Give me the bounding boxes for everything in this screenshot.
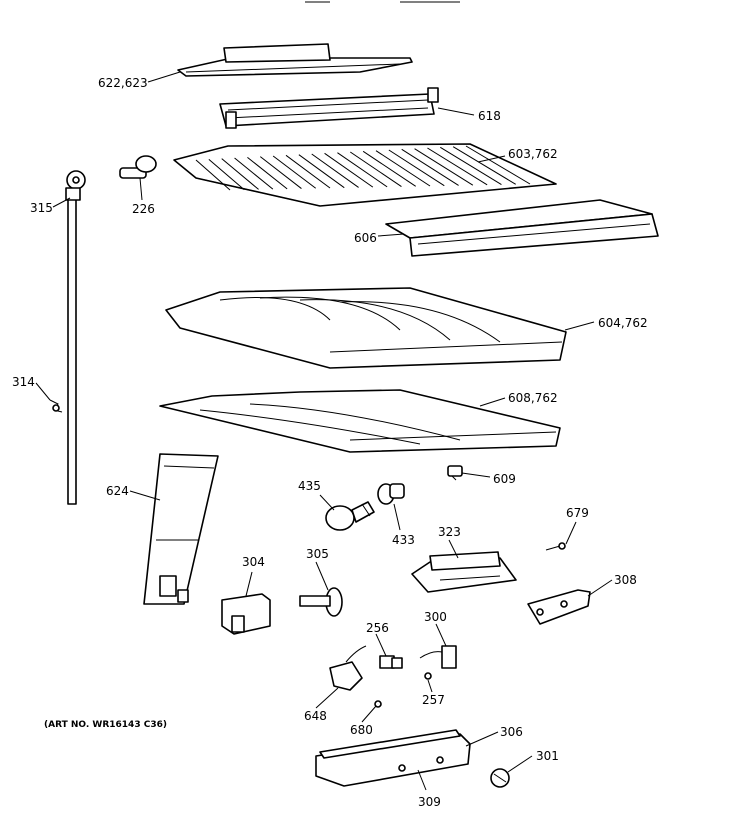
part-608-pan[interactable] bbox=[159, 389, 561, 453]
art-number: (ART NO. WR16143 C36) bbox=[44, 720, 167, 730]
shelf-rib bbox=[362, 150, 416, 187]
label-618: 618 bbox=[478, 109, 501, 123]
label-314: 314 bbox=[12, 375, 35, 389]
part-679-screw[interactable] bbox=[545, 542, 566, 551]
shelf-rib bbox=[195, 159, 231, 191]
part-680-screw[interactable] bbox=[374, 700, 382, 708]
shelf-rib bbox=[414, 148, 474, 186]
shelf-rib bbox=[285, 154, 331, 189]
label-304: 304 bbox=[242, 555, 265, 569]
callout-labels: 622,623 618 603,762 315 226 606 604,762 … bbox=[12, 76, 648, 809]
part-300-switch[interactable] bbox=[419, 645, 457, 669]
shelf-rib bbox=[388, 149, 445, 187]
part-604-frame[interactable] bbox=[165, 287, 567, 369]
label-604: 604,762 bbox=[598, 316, 648, 330]
shelf-rib bbox=[311, 153, 359, 188]
part-606-trim[interactable] bbox=[385, 199, 659, 257]
label-256: 256 bbox=[366, 621, 389, 635]
part-435-bulb[interactable] bbox=[325, 501, 375, 531]
label-301: 301 bbox=[536, 749, 559, 763]
shelf-rib bbox=[324, 152, 374, 188]
part-226-knob[interactable] bbox=[119, 155, 157, 179]
part-433-socket[interactable] bbox=[377, 483, 405, 505]
label-606: 606 bbox=[354, 231, 377, 245]
part-618-rail[interactable] bbox=[219, 87, 439, 129]
label-433: 433 bbox=[392, 533, 415, 547]
shelf-rib bbox=[337, 152, 388, 188]
label-226: 226 bbox=[132, 202, 155, 216]
label-309: 309 bbox=[418, 795, 441, 809]
shelf-rib bbox=[427, 147, 488, 186]
label-300: 300 bbox=[424, 610, 447, 624]
shelf-rib bbox=[452, 146, 516, 185]
part-256-switch[interactable] bbox=[379, 655, 403, 669]
shelf-rib bbox=[440, 146, 502, 185]
part-648-valve[interactable] bbox=[329, 645, 367, 691]
part-304-block[interactable] bbox=[221, 593, 271, 635]
label-257: 257 bbox=[422, 693, 445, 707]
part-624-housing[interactable] bbox=[143, 453, 219, 605]
part-306-base[interactable] bbox=[315, 729, 471, 787]
shelf-rib bbox=[259, 156, 302, 189]
label-648: 648 bbox=[304, 709, 327, 723]
shelf-rib bbox=[234, 157, 274, 190]
leader-lines bbox=[35, 71, 613, 791]
label-624: 624 bbox=[106, 484, 129, 498]
label-315: 315 bbox=[30, 201, 53, 215]
part-609-clip[interactable] bbox=[447, 465, 463, 481]
part-308-plate[interactable] bbox=[527, 589, 591, 625]
label-608: 608,762 bbox=[508, 391, 558, 405]
label-622: 622,623 bbox=[98, 76, 148, 90]
shelf-rib bbox=[401, 148, 459, 186]
shelf-rib bbox=[350, 151, 402, 187]
part-305-dial[interactable] bbox=[299, 587, 343, 617]
shelf-rib bbox=[465, 145, 531, 185]
shelf-rib bbox=[375, 150, 431, 187]
part-314-clip[interactable] bbox=[49, 399, 63, 413]
label-679: 679 bbox=[566, 506, 589, 520]
label-306: 306 bbox=[500, 725, 523, 739]
label-609: 609 bbox=[493, 472, 516, 486]
part-301-wheel[interactable] bbox=[490, 768, 510, 788]
label-603: 603,762 bbox=[508, 147, 558, 161]
label-435: 435 bbox=[298, 479, 321, 493]
label-323: 323 bbox=[438, 525, 461, 539]
part-622-cover[interactable] bbox=[177, 43, 413, 77]
part-315-rod[interactable] bbox=[65, 170, 86, 505]
shelf-rib bbox=[272, 155, 317, 189]
shelf-rib bbox=[221, 158, 259, 190]
part-257-screw[interactable] bbox=[424, 672, 432, 680]
shelf-rib bbox=[208, 158, 245, 191]
part-603-shelf[interactable] bbox=[173, 143, 557, 207]
part-323-bracket[interactable] bbox=[411, 551, 517, 593]
label-680: 680 bbox=[350, 723, 373, 737]
label-308: 308 bbox=[614, 573, 637, 587]
shelf-rib bbox=[298, 154, 345, 189]
label-305: 305 bbox=[306, 547, 329, 561]
shelf-rib bbox=[247, 156, 288, 190]
